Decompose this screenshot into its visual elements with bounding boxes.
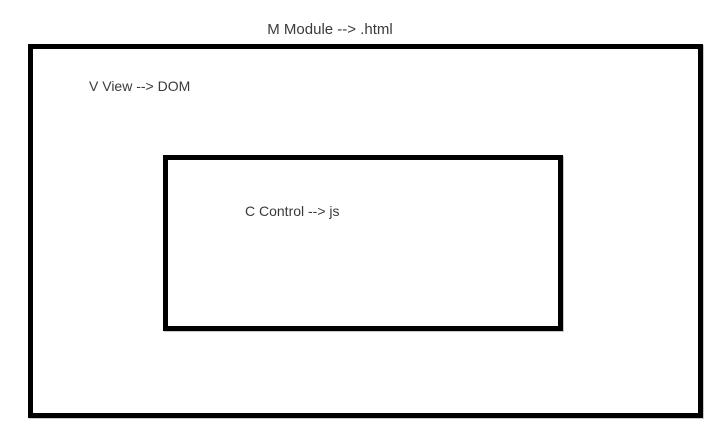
control-box bbox=[163, 155, 563, 331]
module-label: M Module --> .html bbox=[267, 21, 393, 38]
view-label: V View --> DOM bbox=[89, 78, 191, 94]
control-label: C Control --> js bbox=[245, 203, 340, 219]
